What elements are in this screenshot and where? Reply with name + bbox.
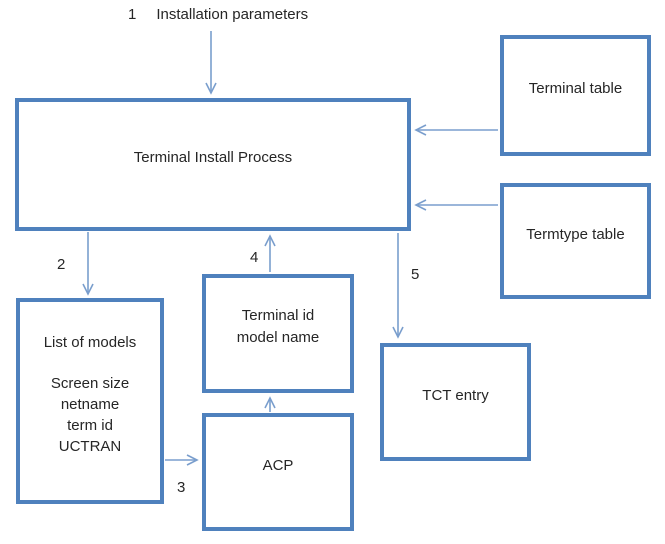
list-of-models-item: Screen size [50,374,130,392]
acp-label: ACP [262,456,294,474]
step-1-label: 1 Installation parameters [128,6,308,24]
box-terminal-id-model-name: Terminal id model name [202,274,354,393]
termtype-table-label: Termtype table [526,225,625,243]
terminal-id-line: Terminal id [241,306,315,324]
step-1-text: Installation parameters [156,6,309,23]
step-4-label: 4 [250,249,259,266]
terminal-table-label: Terminal table [528,80,623,97]
list-of-models-item: netname [60,395,120,413]
step-3-label: 3 [177,479,186,496]
box-acp: ACP [202,413,354,531]
step-5-label: 5 [411,266,420,283]
model-name-line: model name [236,328,320,346]
tct-entry-label: TCT entry [422,386,489,404]
list-of-models-item: UCTRAN [58,437,122,455]
list-of-models-title: List of models [43,333,137,351]
terminal-install-process-label: Terminal Install Process [133,149,293,166]
box-terminal-install-process: Terminal Install Process [15,98,411,231]
step-1-number: 1 [128,6,137,23]
step-2-label: 2 [57,256,66,273]
box-tct-entry: TCT entry [380,343,531,461]
list-of-models-item: term id [67,416,113,434]
box-terminal-table: Terminal table [500,35,651,156]
box-termtype-table: Termtype table [500,183,651,299]
box-list-of-models: List of models Screen size netname term … [16,298,164,504]
